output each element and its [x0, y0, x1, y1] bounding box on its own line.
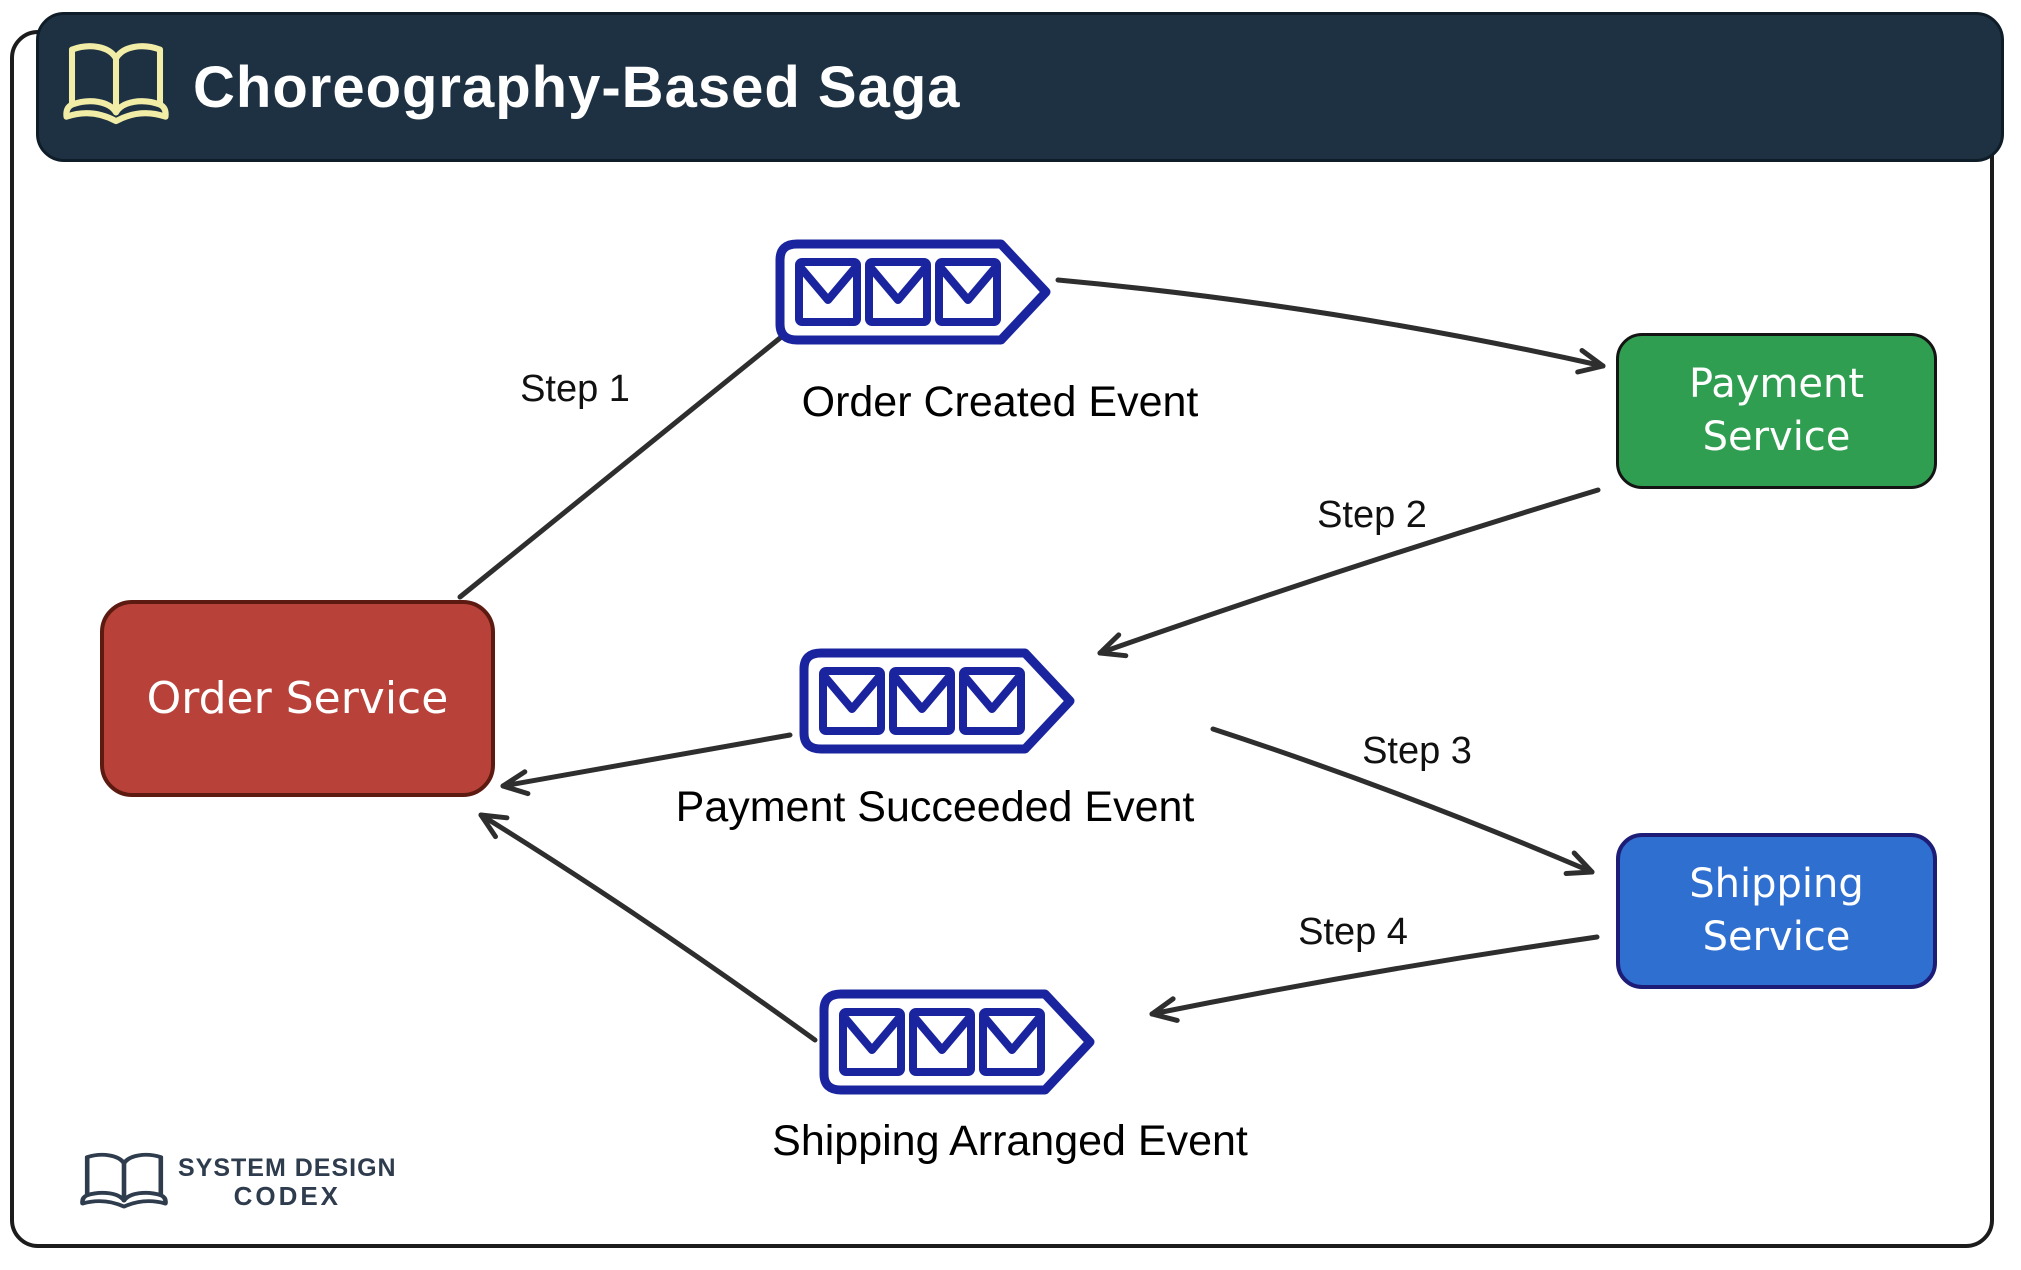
event-label-payment-succeeded: Payment Succeeded Event [675, 783, 1195, 831]
footer-logo-line2: CODEX [233, 1181, 342, 1211]
open-book-icon [63, 43, 169, 125]
step-label-1: Step 1 [520, 368, 630, 410]
event-label-order-created: Order Created Event [801, 378, 1199, 426]
footer-logo-text: SYSTEM DESIGN CODEX [178, 1154, 397, 1212]
payment-succeeded-queue-icon [799, 648, 1075, 754]
order-created-queue-icon [775, 239, 1051, 345]
footer-logo: SYSTEM DESIGN CODEX [78, 1148, 397, 1218]
shipping-service-label-line2: Service [1702, 914, 1851, 960]
open-book-icon [80, 1152, 168, 1209]
step-label-3: Step 3 [1362, 730, 1472, 772]
title-bar: Choreography-Based Saga [36, 12, 2004, 162]
shipping-arranged-queue-icon [819, 989, 1095, 1095]
step-label-4: Step 4 [1298, 911, 1408, 953]
payment-service-label-line1: Payment [1688, 360, 1865, 407]
shipping-service-label-line1: Shipping [1689, 860, 1864, 907]
payment-service-label-line2: Service [1702, 414, 1851, 460]
order-service-label: Order Service [146, 673, 449, 724]
envelope-icons [839, 1008, 1045, 1076]
envelope-icons [819, 667, 1025, 735]
envelope-icons [795, 258, 1001, 326]
order-service-box: Order Service [100, 600, 495, 797]
diagram-title: Choreography-Based Saga [193, 54, 961, 120]
footer-logo-line1: SYSTEM DESIGN [178, 1154, 397, 1182]
event-label-shipping-arranged: Shipping Arranged Event [772, 1117, 1248, 1165]
shipping-service-box: Shipping Service [1616, 833, 1937, 989]
payment-service-box: Payment Service [1616, 333, 1937, 489]
step-label-2: Step 2 [1317, 494, 1427, 536]
